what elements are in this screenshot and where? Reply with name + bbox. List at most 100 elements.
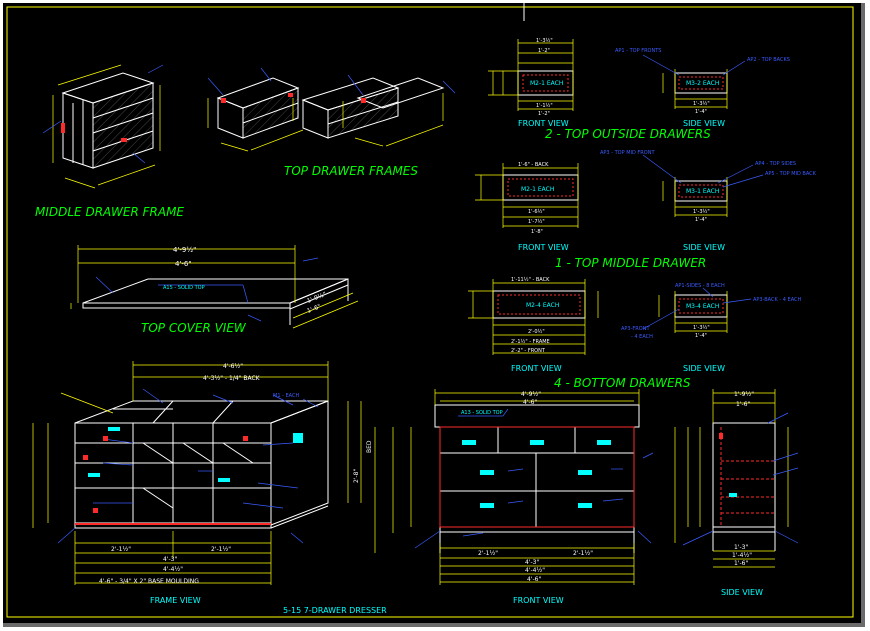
main-side-view-dims: [674, 389, 789, 568]
bd-ap2: AP3-BACK - 4 EACH: [753, 297, 802, 303]
bd-side-dims: [658, 291, 728, 333]
bd-side-inner: [678, 298, 724, 314]
frame-width: 4'-6½": [223, 363, 243, 370]
top-drawer-frames-callouts: [207, 67, 456, 96]
tmd-side-dims: [662, 177, 728, 217]
tod-side-label: SIDE VIEW: [683, 119, 725, 128]
main-front-view-callouts: [414, 408, 654, 549]
tmd-m2: M2-1 EACH: [521, 186, 554, 193]
bd-ap3: AP3-FRONT: [621, 326, 650, 332]
main-side-view-drawing: [712, 422, 776, 551]
frame-sub-1: 2'-1½": [111, 546, 131, 553]
top-cover-dims: [70, 245, 359, 329]
frame-m1: M1 - EACH: [273, 393, 299, 399]
cad-drawing: MIDDLE DRAWER FRAME TOP DRAWER FRAMES: [6, 3, 854, 618]
tmd-front-label: FRONT VIEW: [518, 243, 569, 252]
tod-side-inner: [678, 76, 724, 90]
bd-side-dim-1: 1'-3½": [693, 324, 710, 331]
bd-m2: M2-4 EACH: [526, 302, 559, 309]
frame-view-red-marks: [83, 436, 248, 513]
frame-bottom-2: 4'-4½": [163, 566, 183, 573]
bd-side-label: SIDE VIEW: [683, 364, 725, 373]
frame-bed: BED: [366, 440, 373, 453]
main-front-bottom-5: 4'-6": [527, 576, 541, 583]
view-title-top-drawer-frames: TOP DRAWER FRAMES: [284, 164, 418, 178]
mdf-red-mark-2: [121, 138, 127, 142]
cover-solid-top: A15 - SOLID TOP: [163, 285, 205, 291]
frame-base-red: [75, 523, 271, 525]
frame-view-label: FRAME VIEW: [150, 596, 201, 605]
frame-sub-2: 2'-1½": [211, 546, 231, 553]
cad-viewport: MIDDLE DRAWER FRAME TOP DRAWER FRAMES: [3, 3, 865, 627]
top-drawer-frames-dims: [207, 93, 444, 152]
tdf-red-1: [221, 98, 226, 103]
main-side-view-label: SIDE VIEW: [721, 588, 763, 597]
tod-side-callouts: [642, 54, 746, 76]
bd-m3: M3-4 EACH: [686, 303, 719, 310]
bd-ap3-sub: - 4 EACH: [631, 334, 653, 340]
tmd-ap3: AP3 - TOP MID FRONT: [600, 150, 655, 156]
tod-side-dim-2: 1'-4": [695, 109, 707, 115]
tod-side-dim-1: 1'-3½": [693, 100, 710, 107]
tmd-ap5: AP5 - TOP MID BACK: [765, 171, 817, 177]
tmd-side-dim-2: 1'-4": [695, 217, 707, 223]
main-side-cyan: [729, 493, 737, 497]
tdf-red-2: [361, 98, 366, 103]
tod-side-m3: M3-2 EACH: [686, 80, 719, 87]
bd-front-label: FRONT VIEW: [511, 364, 562, 373]
frame-view-cyan-marks: [88, 427, 303, 482]
tmd-front-dim-4: 1'-8": [531, 229, 543, 235]
bd-front-dims: [468, 279, 599, 355]
bd-ap1: AP1-SIDES - 8 EACH: [675, 283, 725, 289]
main-front-view-label: FRONT VIEW: [513, 596, 564, 605]
view-title-top-cover: TOP COVER VIEW: [141, 321, 247, 335]
tod-front-dim-3: 1'-1½": [536, 102, 553, 109]
tmd-side-callouts: [642, 154, 764, 188]
cover-width-inner: 4'-6": [175, 260, 192, 268]
main-front-bottom-3: 4'-3": [525, 559, 539, 566]
tod-m2: M2-1 EACH: [530, 80, 563, 87]
tmd-front-dim-3: 1'-7½": [528, 218, 545, 225]
bd-front-dim-4: 2'-2" - FRONT: [511, 348, 546, 354]
middle-drawer-frame-callouts: [42, 64, 164, 164]
top-cover-drawing: [82, 278, 349, 325]
frame-height: 2'-8": [353, 469, 360, 483]
main-side-bottom-2: 1'-4½": [732, 552, 752, 559]
tmd-side-dim-1: 1'-3½": [693, 208, 710, 215]
middle-drawer-frame-drawing: [61, 72, 155, 169]
tmd-ap4: AP4 - TOP SIDES: [755, 161, 796, 167]
frame-back: 4'-3½" - 1/4" BACK: [203, 375, 261, 382]
main-front-solid: A13 - SOLID TOP: [461, 410, 503, 416]
main-side-view-red: [720, 427, 775, 527]
frame-view-drawing: [74, 400, 329, 529]
view-title-top-outside-drawers: 2 - TOP OUTSIDE DRAWERS: [545, 127, 711, 141]
top-drawer-frames-drawing: [216, 77, 445, 139]
bd-front-dim-1: 1'-11½" - BACK: [511, 276, 550, 283]
main-front-bottom-1: 2'-1½": [478, 550, 498, 557]
tod-front-label: FRONT VIEW: [518, 119, 569, 128]
tmd-side-label: SIDE VIEW: [683, 243, 725, 252]
tod-front-dim-1: 1'-3½": [536, 37, 553, 44]
drawing-title: 5-15 7-DRAWER DRESSER: [283, 606, 387, 615]
tod-front-dim-2: 1'-2": [538, 48, 550, 54]
frame-view-callouts: [57, 388, 319, 544]
main-front-bottom-4: 4'-4½": [525, 567, 545, 574]
tod-front-inner: [522, 74, 569, 92]
main-side-top-2: 1'-6": [736, 401, 750, 408]
main-side-bottom-1: 1'-3": [734, 544, 748, 551]
sheet-border: [6, 6, 854, 618]
main-front-inner: 4'-6": [523, 399, 537, 406]
main-front-view-handles: [462, 440, 611, 508]
main-front-view-dims: [374, 389, 640, 585]
tmd-m3: M3-1 EACH: [686, 188, 719, 195]
bd-front-dim-3: 2'-1½" - FRAME: [511, 338, 550, 345]
top-cover-callouts: [95, 257, 319, 322]
tod-side-dims: [662, 69, 728, 109]
frame-view-dims: [32, 361, 362, 585]
tod-front-dim-4: 1'-2": [538, 111, 550, 117]
cover-width-top: 4'-9½": [173, 246, 196, 254]
main-side-top-1: 1'-9½": [734, 391, 754, 398]
tmd-front-dim-2: 1'-6½": [528, 208, 545, 215]
main-side-bottom-3: 1'-6": [734, 560, 748, 567]
